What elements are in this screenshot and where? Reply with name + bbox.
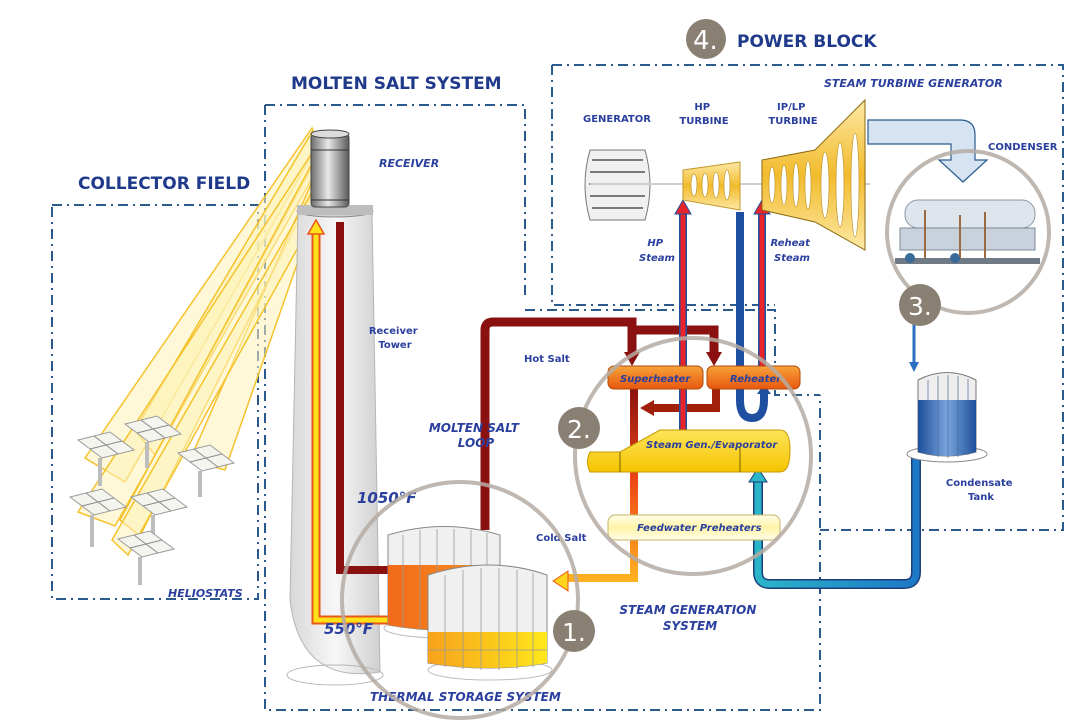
steam-generator-evaporator: Steam Gen./Evaporator [587,429,791,473]
condensate-tank [906,372,988,463]
receiver-label: RECEIVER [379,157,439,170]
svg-text:2.: 2. [567,415,591,444]
iplp-turbine-label: IP/LP TURBINE [768,102,817,127]
superheater-label: Superheater [620,374,691,385]
feedwater-preheaters: Feedwater Preheaters [607,514,781,541]
exhaust-to-condenser-arrow [867,119,989,183]
hp-steam-label: HP Steam [639,238,675,264]
steam-turbine-generator-title: STEAM TURBINE GENERATOR [824,77,1003,90]
condenser-label: CONDENSER [988,142,1058,153]
power-block-boundary [525,64,1064,531]
reheat-steam-pipe [753,198,771,372]
heliostats [68,415,236,585]
reheat-steam-label: Reheat Steam [771,238,814,264]
steam-generation-system-title: STEAM GENERATION SYSTEM [619,603,760,633]
feedwater-pipe [748,450,921,589]
heliostats-label: HELIOSTATS [168,587,243,600]
condenser-unit [895,199,1040,264]
steam-generation-highlight-ring [573,336,813,576]
receiver [310,129,350,208]
molten-salt-loop-label: MOLTEN SALT LOOP [429,421,523,450]
power-block-title: POWER BLOCK [737,32,877,52]
molten-salt-system-boundary [264,104,821,711]
svg-text:1.: 1. [562,618,586,647]
power-block-callout: 4. [686,19,726,59]
power-block-number: 4. [693,26,718,56]
hp-turbine [682,161,741,211]
superheater: Superheater [607,365,704,390]
hp-turbine-label: HP TURBINE [679,102,728,127]
collector-field-boundary [51,204,259,600]
generator-label: GENERATOR [583,114,651,125]
heliostat [76,431,136,486]
molten-salt-system-title: MOLTEN SALT SYSTEM [291,74,502,94]
hp-steam-pipe [674,198,692,430]
temp-cold-label: 550°F [324,620,374,638]
iplp-turbine [761,98,866,251]
feedwater-preheaters-label: Feedwater Preheaters [637,523,762,534]
hot-salt-label: Hot Salt [524,354,570,365]
heliostat [68,488,128,547]
cold-salt-tank [427,564,553,681]
condensate-tank-label: Condensate Tank [946,478,1016,503]
heliostat [176,444,236,497]
callout-2: 2. [558,407,600,449]
heliostat [116,530,176,585]
condenser-highlight-ring [885,149,1051,315]
heliostat [123,415,183,468]
thermal-storage-highlight-ring [340,480,580,720]
callout-1: 1. [553,610,595,652]
collector-field-title: COLLECTOR FIELD [78,174,250,194]
reheater-label: Reheater [730,374,782,385]
steam-gen-evaporator-label: Steam Gen./Evaporator [646,440,778,451]
callout-3: 3. [899,284,941,326]
temp-hot-label: 1050°F [357,489,417,507]
sunlight-rays [76,126,319,557]
thermal-storage-system-title: THERMAL STORAGE SYSTEM [370,690,561,704]
svg-text:3.: 3. [908,292,932,321]
receiver-tower-label: Receiver Tower [369,326,421,351]
receiver-tower [286,204,384,686]
svg-text:GENERATOR: GENERATOR [583,114,651,125]
heliostat [129,488,189,543]
